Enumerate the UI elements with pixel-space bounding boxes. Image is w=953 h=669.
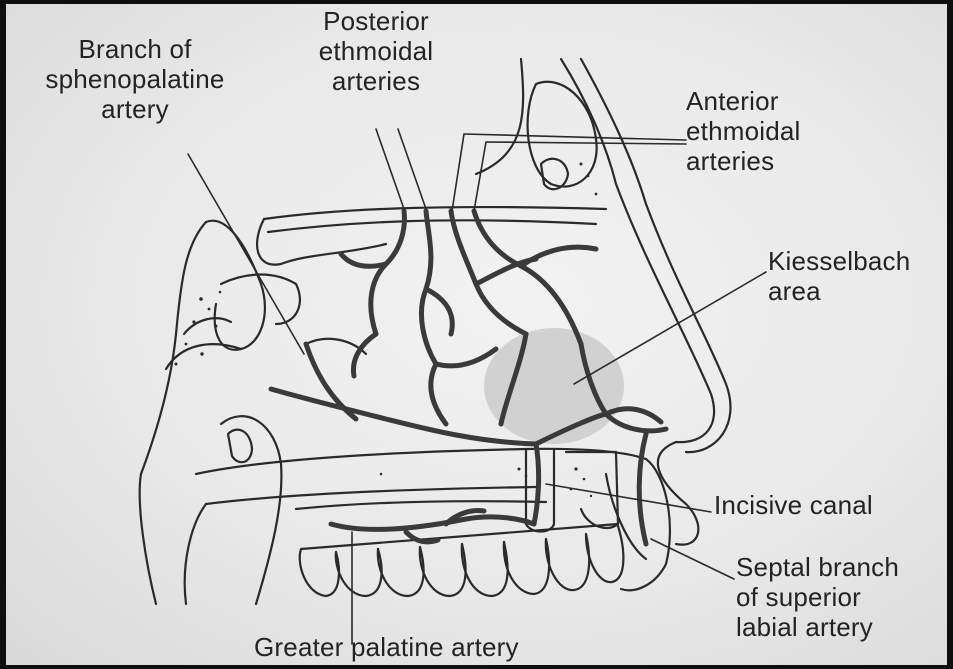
leader-septal-branch bbox=[651, 539, 734, 579]
leader-incisive-canal bbox=[546, 484, 711, 512]
label-septal-branch: Septal branch of superior labial artery bbox=[736, 552, 946, 642]
leader-anterior-ethmoidal-1 bbox=[452, 134, 686, 211]
label-greater-palatine: Greater palatine artery bbox=[254, 632, 594, 662]
leader-kiesselbach bbox=[574, 272, 766, 384]
leader-posterior-ethmoidal-1 bbox=[376, 129, 404, 209]
label-anterior-ethmoidal: Anterior ethmoidal arteries bbox=[686, 86, 886, 176]
leader-sphenopalatine bbox=[188, 154, 304, 354]
leader-posterior-ethmoidal-2 bbox=[398, 129, 426, 209]
choana bbox=[228, 430, 252, 463]
teeth bbox=[300, 524, 624, 596]
label-branch-sphenopalatine: Branch of sphenopalatine artery bbox=[14, 34, 256, 124]
label-kiesselbach: Kiesselbach area bbox=[768, 246, 946, 306]
diagram-frame: Branch of sphenopalatine artery Posterio… bbox=[6, 4, 947, 665]
label-posterior-ethmoidal: Posterior ethmoidal arteries bbox=[296, 6, 456, 96]
sphenoid-sinus bbox=[140, 221, 300, 604]
kiesselbach-area-shade bbox=[484, 328, 624, 444]
label-incisive-canal: Incisive canal bbox=[714, 490, 944, 520]
